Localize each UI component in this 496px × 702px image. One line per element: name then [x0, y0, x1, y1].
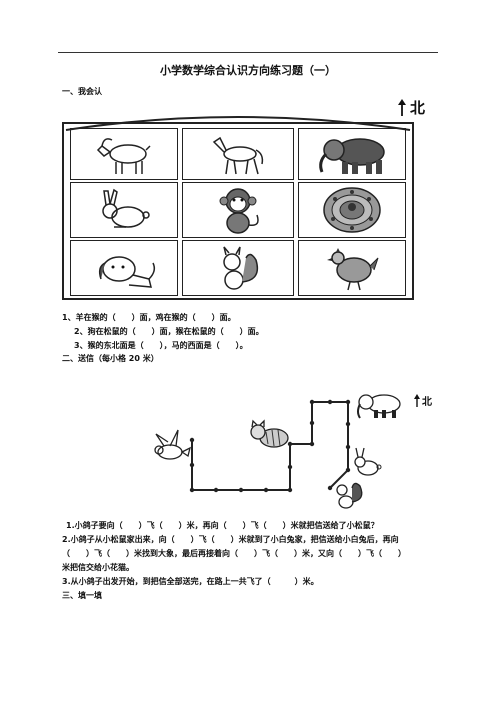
cell-monkey [182, 182, 294, 238]
section3-heading: 三、填一填 [62, 591, 102, 600]
rabbit-icon [102, 188, 150, 228]
chicken-icon [327, 248, 379, 291]
question-1-2: 2、狗在松鼠的（ ）面，猴在松鼠的（ ）面。 [74, 327, 264, 336]
north-label-2: 北 [422, 397, 432, 408]
cell-rabbit [70, 182, 178, 238]
question-2-2c: 米把信交给小花猫。 [62, 563, 134, 572]
north-arrow-icon-2 [414, 393, 420, 407]
goat-icon [96, 138, 151, 174]
cell-squirrel [182, 240, 294, 296]
section1-heading: 一、我会认 [62, 87, 102, 96]
rabbit-small-icon [354, 447, 382, 476]
monkey-icon [219, 188, 259, 234]
cat-icon [250, 419, 289, 448]
dove-icon [154, 429, 191, 460]
route-map [154, 394, 401, 509]
question-2-2a: 2.小鸽子从小松鼠家出来，向（ ）飞（ ）米就到了小白兔家，把信送给小白兔后，再… [62, 535, 399, 544]
squirrel-icon [223, 246, 259, 290]
animal-grid [62, 116, 414, 300]
question-2-1: 1.小鸽子要向（ ）飞（ ）米，再向（ ）飞（ ）米就把信送给了小松鼠？ [66, 521, 379, 530]
cell-horse [182, 128, 294, 180]
cell-chicken [298, 240, 406, 296]
squirrel-small-icon [336, 482, 363, 509]
question-1-3: 3、猴的东北面是（ ），马的西面是（ ）。 [74, 341, 248, 350]
north-indicator: 北 [396, 97, 425, 118]
horse-icon [212, 136, 264, 175]
dog-icon [98, 256, 156, 288]
page-title: 小学数学综合认识方向练习题（一） [160, 64, 336, 77]
north-label: 北 [410, 99, 426, 117]
grid-roof [65, 116, 411, 131]
cell-goat [70, 128, 178, 180]
north-indicator-2: 北 [412, 393, 432, 408]
cell-dog [70, 240, 178, 296]
header-rule [58, 52, 438, 53]
question-1-1: 1、羊在猴的（ ）面，鸡在猴的（ ）面。 [62, 313, 236, 322]
peacock-icon [323, 187, 381, 233]
elephant-small-icon [357, 394, 401, 419]
question-2-3: 3.从小鸽子出发开始，到把信全部送完，在路上一共飞了（ ）米。 [62, 577, 319, 586]
cell-elephant [298, 128, 406, 180]
cell-peacock [298, 182, 406, 238]
north-arrow-icon [398, 98, 406, 116]
section2-heading: 二、送信（每小格 20 米） [62, 354, 159, 363]
question-2-2b: （ ）飞（ ）米找到大象，最后再接着向（ ）飞（ ）米，又向（ ）飞（ ） [62, 549, 406, 558]
elephant-icon [319, 138, 385, 174]
